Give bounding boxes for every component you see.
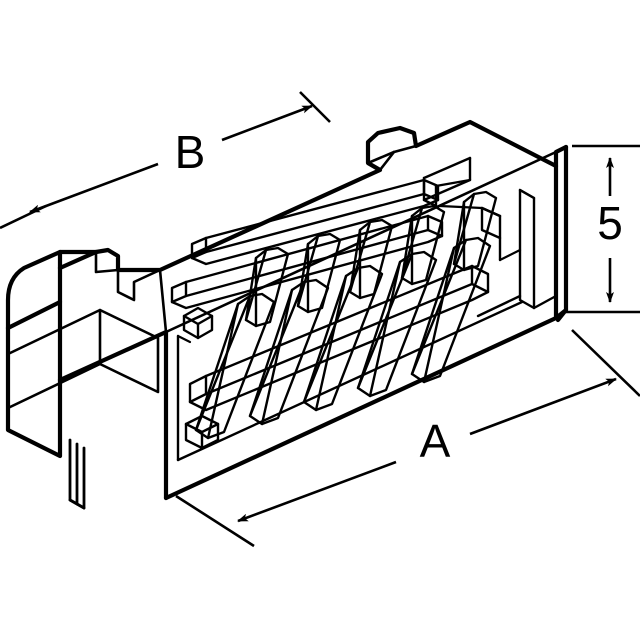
dimension-a-extension-right	[571, 329, 640, 397]
connector-housing	[5, 119, 569, 510]
side-window	[6, 308, 160, 410]
interior-floor-line	[176, 300, 524, 462]
height-dimension-5-group	[564, 144, 640, 314]
board-lock-leg	[68, 438, 86, 510]
contact-ribs-lower	[184, 236, 492, 450]
dimension-a-label: A	[420, 415, 451, 467]
length-dimension-a-group	[175, 329, 640, 548]
dimension-b-extension-right	[299, 91, 331, 123]
dimension-a-line-right	[469, 377, 617, 436]
length-dimension-b-group	[0, 91, 331, 230]
dimension-a-extension-left	[175, 494, 255, 548]
dimension-b-line-right	[221, 104, 313, 142]
interior-corner-post	[476, 188, 558, 318]
dimension-b-line-left	[29, 162, 159, 214]
housing-outer-outline	[5, 119, 569, 501]
top-latch-tab	[366, 144, 418, 172]
left-end-latch	[94, 250, 162, 302]
dimension-5-label: 5	[597, 197, 623, 249]
dimension-a-line-left	[237, 460, 397, 523]
interior-detail-lines	[176, 204, 522, 344]
dimension-b-label: B	[175, 126, 206, 178]
